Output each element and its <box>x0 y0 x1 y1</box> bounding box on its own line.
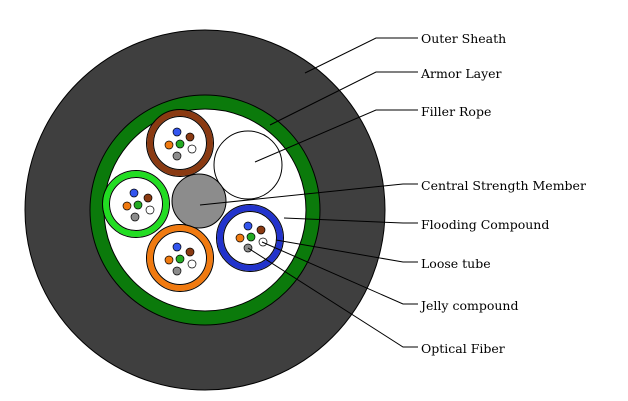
optical-fiber <box>130 212 140 222</box>
fibers-brown-tube <box>164 127 197 161</box>
leader-optical-fiber <box>247 247 418 348</box>
optical-fiber <box>172 242 182 252</box>
optical-fiber <box>187 259 197 269</box>
leader-loose-tube <box>275 239 418 263</box>
fibers-orange-tube <box>164 242 197 276</box>
leader-flooding-compound <box>283 217 418 224</box>
label-loose-tube: Loose tube <box>421 256 491 271</box>
label-optical-fiber: Optical Fiber <box>421 341 505 356</box>
fibers-green-tube <box>122 188 155 222</box>
label-jelly-compound: Jelly compound <box>419 298 518 313</box>
optical-fiber <box>185 132 195 142</box>
optical-fiber <box>175 254 185 264</box>
optical-fiber <box>164 140 174 150</box>
leader-armor-layer <box>269 71 418 126</box>
optical-fiber <box>129 188 139 198</box>
label-flooding-compound: Flooding Compound <box>421 217 549 232</box>
leader-jelly-compound <box>261 241 418 305</box>
optical-fiber <box>185 247 195 257</box>
optical-fiber <box>143 193 153 203</box>
label-central-strength-member: Central Strength Member <box>421 178 586 193</box>
optical-fiber <box>175 139 185 149</box>
label-filler-rope: Filler Rope <box>421 104 491 119</box>
optical-fiber <box>172 127 182 137</box>
optical-fiber <box>133 200 143 210</box>
label-armor-layer: Armor Layer <box>420 66 502 81</box>
central-strength-member <box>171 173 227 229</box>
optical-fiber <box>243 221 253 231</box>
filler-rope <box>213 130 283 200</box>
optical-fiber <box>164 255 174 265</box>
optical-fiber <box>172 151 182 161</box>
optical-fiber <box>187 144 197 154</box>
optical-fiber <box>145 205 155 215</box>
label-outer-sheath: Outer Sheath <box>421 31 506 46</box>
optical-fiber <box>256 225 266 235</box>
optical-fiber <box>172 266 182 276</box>
leader-outer-sheath <box>304 37 418 74</box>
optical-fiber <box>122 201 132 211</box>
optical-fiber <box>246 232 256 242</box>
leader-central-strength-member <box>199 183 418 206</box>
leader-filler-rope <box>254 109 418 163</box>
optical-fiber <box>235 233 245 243</box>
